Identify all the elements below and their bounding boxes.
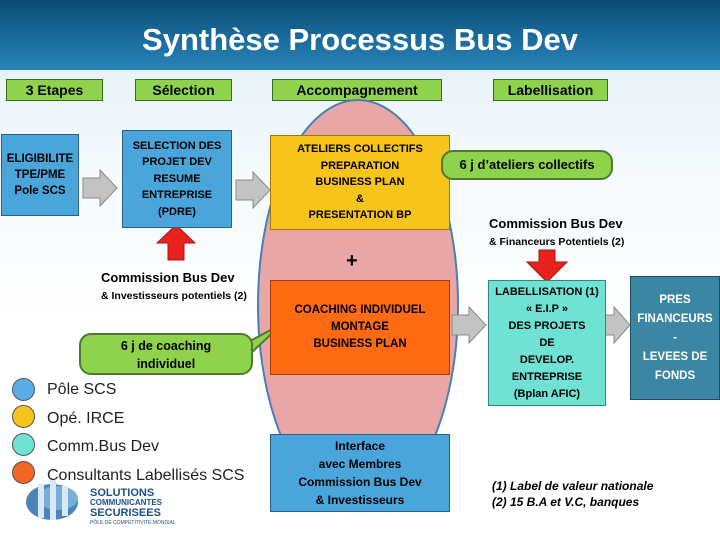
callout-ateliers: 6 j d’ateliers collectifs	[441, 150, 613, 180]
selection-line: (PDRE)	[158, 205, 196, 218]
pres-line: -	[673, 331, 677, 344]
commission-investisseurs-sub: & Investisseurs potentiels (2)	[101, 290, 247, 302]
stage-etapes: 3 Etapes	[6, 79, 103, 101]
legend-label: Consultants Labellisés SCS	[47, 467, 245, 484]
legend-label: Pôle SCS	[47, 381, 117, 398]
selection-line: PROJET DEV	[142, 156, 212, 169]
legend-dot-comm-bus-dev	[12, 433, 35, 456]
stage-selection: Sélection	[135, 79, 232, 101]
legend-dot-pole-scs	[12, 378, 35, 401]
ateliers-line: ATELIERS COLLECTIFS	[297, 143, 423, 156]
pres-line: LEVEES DE	[642, 350, 708, 363]
pres-financeurs-box: PRES FINANCEURS - LEVEES DE FONDS	[630, 276, 720, 400]
red-arrow-up-selection	[155, 224, 197, 261]
pres-line: FINANCEURS	[637, 312, 713, 325]
legend-dot-consultants	[12, 461, 35, 484]
arrow-selection-to-ateliers	[235, 170, 271, 210]
callout-coaching-line: 6 j de coaching	[120, 339, 212, 353]
title-band	[0, 0, 720, 70]
logo-line: SECURISEES	[90, 507, 161, 519]
logo-mark	[26, 480, 78, 520]
stage-accompagnement: Accompagnement	[272, 79, 442, 101]
pres-line: PRES	[659, 293, 691, 306]
selection-box: SELECTION DES PROJET DEV RESUME ENTREPRI…	[122, 130, 232, 228]
legend-label: Opé. IRCE	[47, 410, 125, 427]
selection-line: SELECTION DES	[132, 139, 222, 152]
labellisation-line: DES PROJETS	[508, 319, 586, 332]
labellisation-line: « E.I.P »	[526, 302, 568, 315]
coaching-line: COACHING INDIVIDUEL	[294, 304, 426, 316]
arrow-labellisation-to-pres	[601, 305, 631, 345]
ateliers-line: &	[356, 192, 364, 205]
red-arrow-down-labellisation	[525, 249, 569, 283]
commission-financeurs-sub: & Financeurs Potentiels (2)	[489, 236, 625, 248]
note-1: (1) Label de valeur nationale	[492, 479, 654, 493]
eligibilite-line: TPE/PME	[14, 169, 66, 181]
arrow-coaching-to-labellisation	[451, 305, 487, 345]
logo-line: SOLUTIONS	[90, 487, 155, 499]
labellisation-line: (Bplan AFIC)	[513, 387, 581, 400]
labellisation-line: ENTREPRISE	[511, 370, 583, 383]
coaching-line: BUSINESS PLAN	[313, 338, 407, 350]
labellisation-box: LABELLISATION (1) « E.I.P » DES PROJETS …	[488, 280, 606, 406]
coaching-line: MONTAGE	[331, 321, 389, 333]
interface-line: avec Membres	[318, 457, 402, 471]
labellisation-line: LABELLISATION (1)	[495, 285, 599, 298]
pres-line: FONDS	[654, 369, 696, 382]
eligibilite-box: ELIGIBILITE TPE/PME Pole SCS	[1, 134, 79, 216]
coaching-box: COACHING INDIVIDUEL MONTAGE BUSINESS PLA…	[270, 280, 450, 375]
ateliers-line: PRESENTATION BP	[308, 209, 412, 222]
eligibilite-line: Pole SCS	[14, 185, 66, 197]
legend-dot-irce	[12, 405, 35, 428]
legend-label: Comm.Bus Dev	[47, 438, 160, 455]
callout-coaching: 6 j de coaching individuel	[79, 333, 253, 375]
selection-line: RESUME	[153, 172, 201, 185]
ateliers-line: PREPARATION	[320, 159, 400, 172]
stage-labellisation: Labellisation	[493, 79, 608, 101]
ateliers-line: BUSINESS PLAN	[315, 176, 405, 189]
labellisation-line: DE	[539, 336, 555, 349]
plus-sign: +	[346, 250, 358, 272]
note-2: (2) 15 B.A et V.C, banques	[492, 495, 640, 509]
interface-line: Interface	[334, 439, 386, 453]
interface-line: & Investisseurs	[315, 493, 405, 507]
interface-box: Interface avec Membres Commission Bus De…	[270, 434, 450, 512]
arrow-eligibilite-to-selection	[82, 168, 118, 208]
page-title: Synthèse Processus Bus Dev	[142, 22, 578, 57]
logo-line: PÔLE DE COMPÉTITIVITÉ MONDIAL	[90, 520, 176, 526]
logo-text: SOLUTIONS COMMUNICANTES SECURISEES PÔLE …	[90, 488, 176, 528]
eligibilite-line: ELIGIBILITE	[6, 153, 74, 165]
selection-line: ENTREPRISE	[141, 189, 213, 202]
commission-financeurs-title: Commission Bus Dev	[489, 216, 623, 231]
ateliers-box: ATELIERS COLLECTIFS PREPARATION BUSINESS…	[270, 135, 450, 230]
labellisation-line: DEVELOP.	[519, 353, 575, 366]
callout-coaching-line: individuel	[136, 357, 196, 371]
logo-line: COMMUNICANTES	[90, 498, 162, 507]
commission-investisseurs-title: Commission Bus Dev	[101, 270, 235, 285]
interface-line: Commission Bus Dev	[298, 475, 422, 489]
